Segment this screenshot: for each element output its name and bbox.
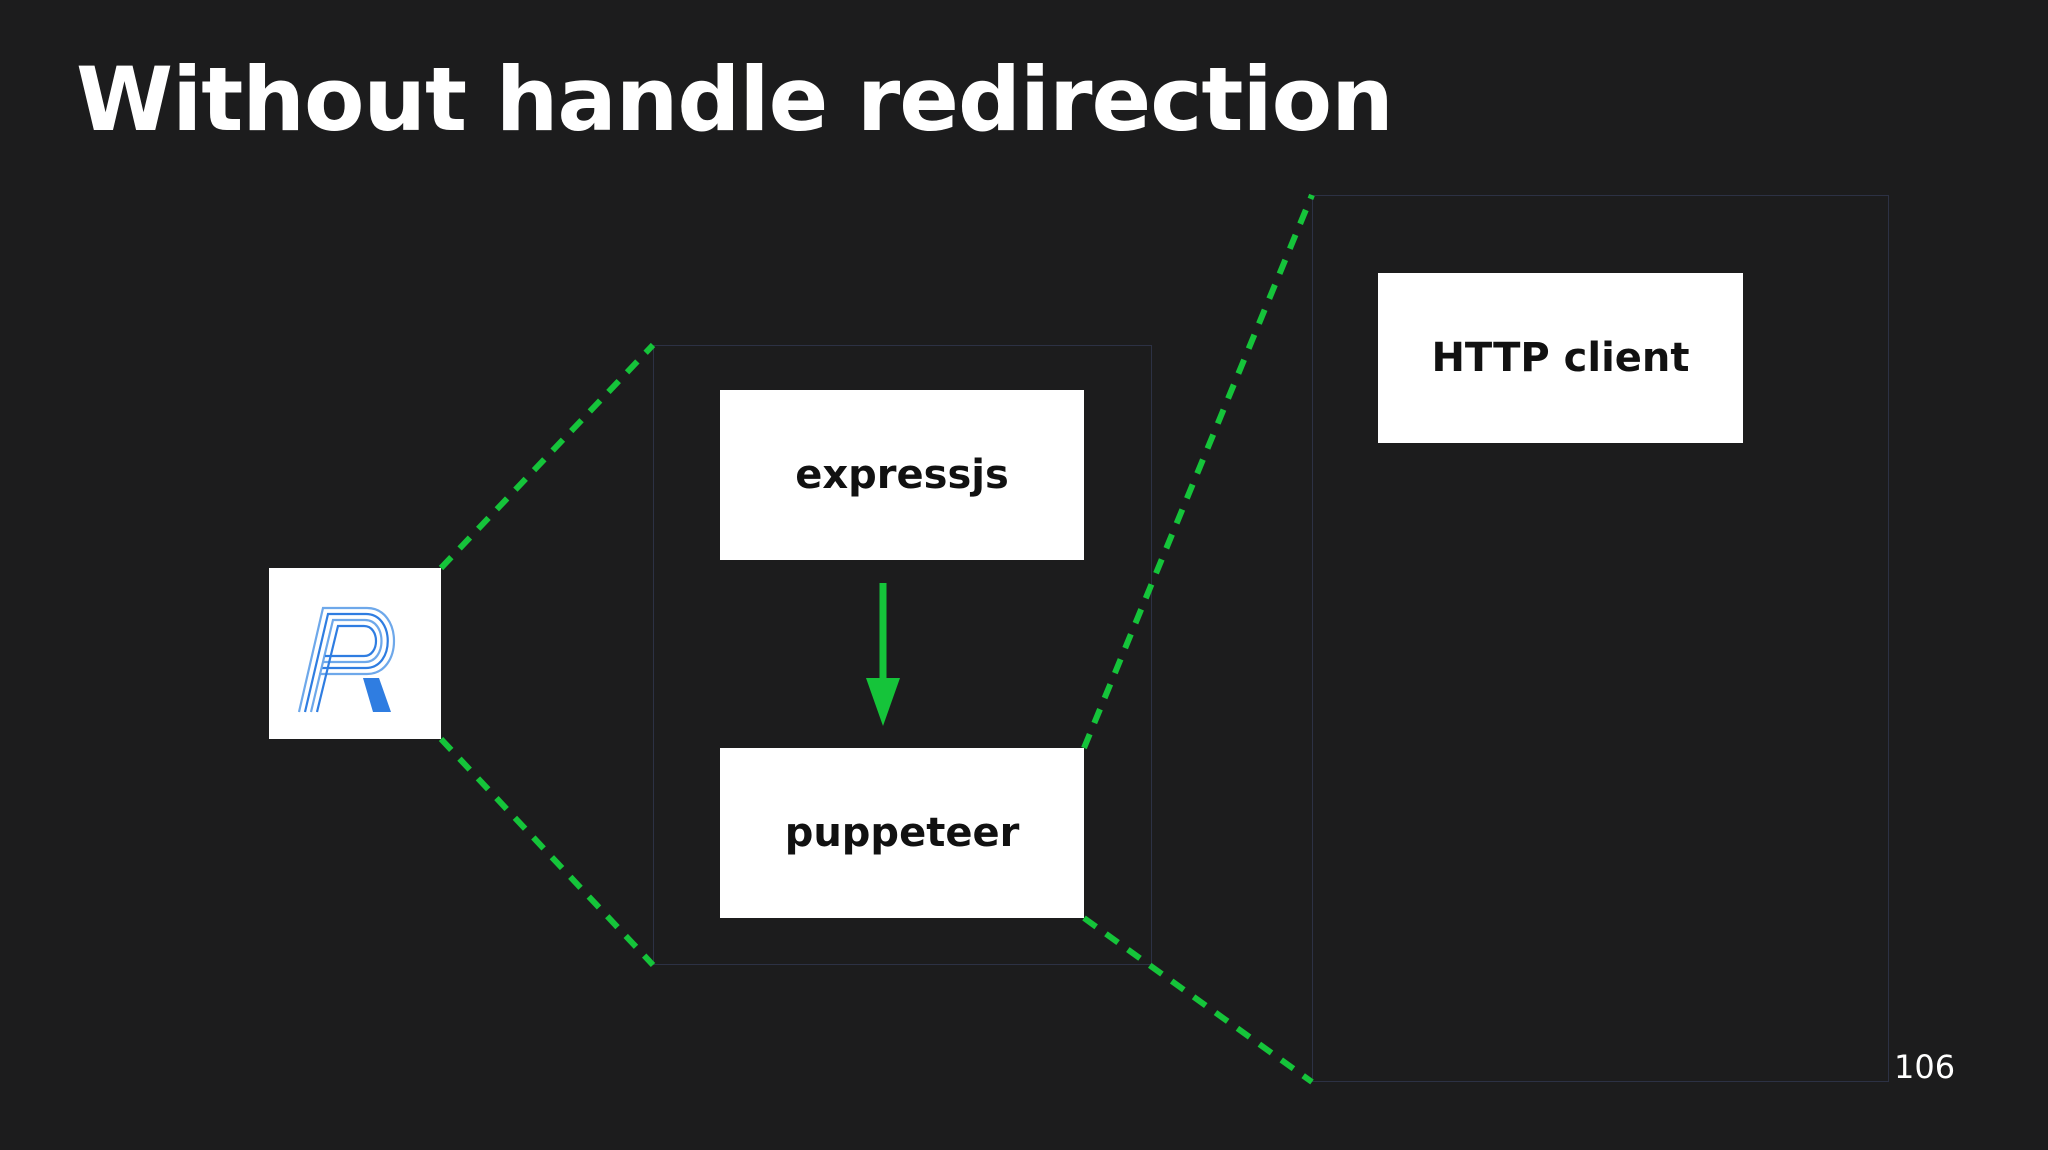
app-logo — [269, 568, 441, 739]
zoom-line-puppeteer-top — [1081, 193, 1315, 750]
page-number: 106 — [1894, 1048, 1956, 1086]
r-logo-icon — [297, 606, 396, 713]
slide-title: Without handle redirection — [76, 48, 1394, 151]
zoom-line-logo-bottom — [438, 736, 656, 968]
node-puppeteer: puppeteer — [720, 748, 1084, 918]
node-http-client: HTTP client — [1378, 273, 1743, 443]
arrow-expressjs-to-puppeteer — [866, 583, 900, 726]
node-expressjs: expressjs — [720, 390, 1084, 560]
zoom-line-logo-top — [438, 342, 656, 571]
zoom-frame-app — [653, 345, 1152, 965]
zoom-frame-puppeteer — [1312, 195, 1889, 1082]
zoom-line-puppeteer-bottom — [1082, 915, 1314, 1085]
